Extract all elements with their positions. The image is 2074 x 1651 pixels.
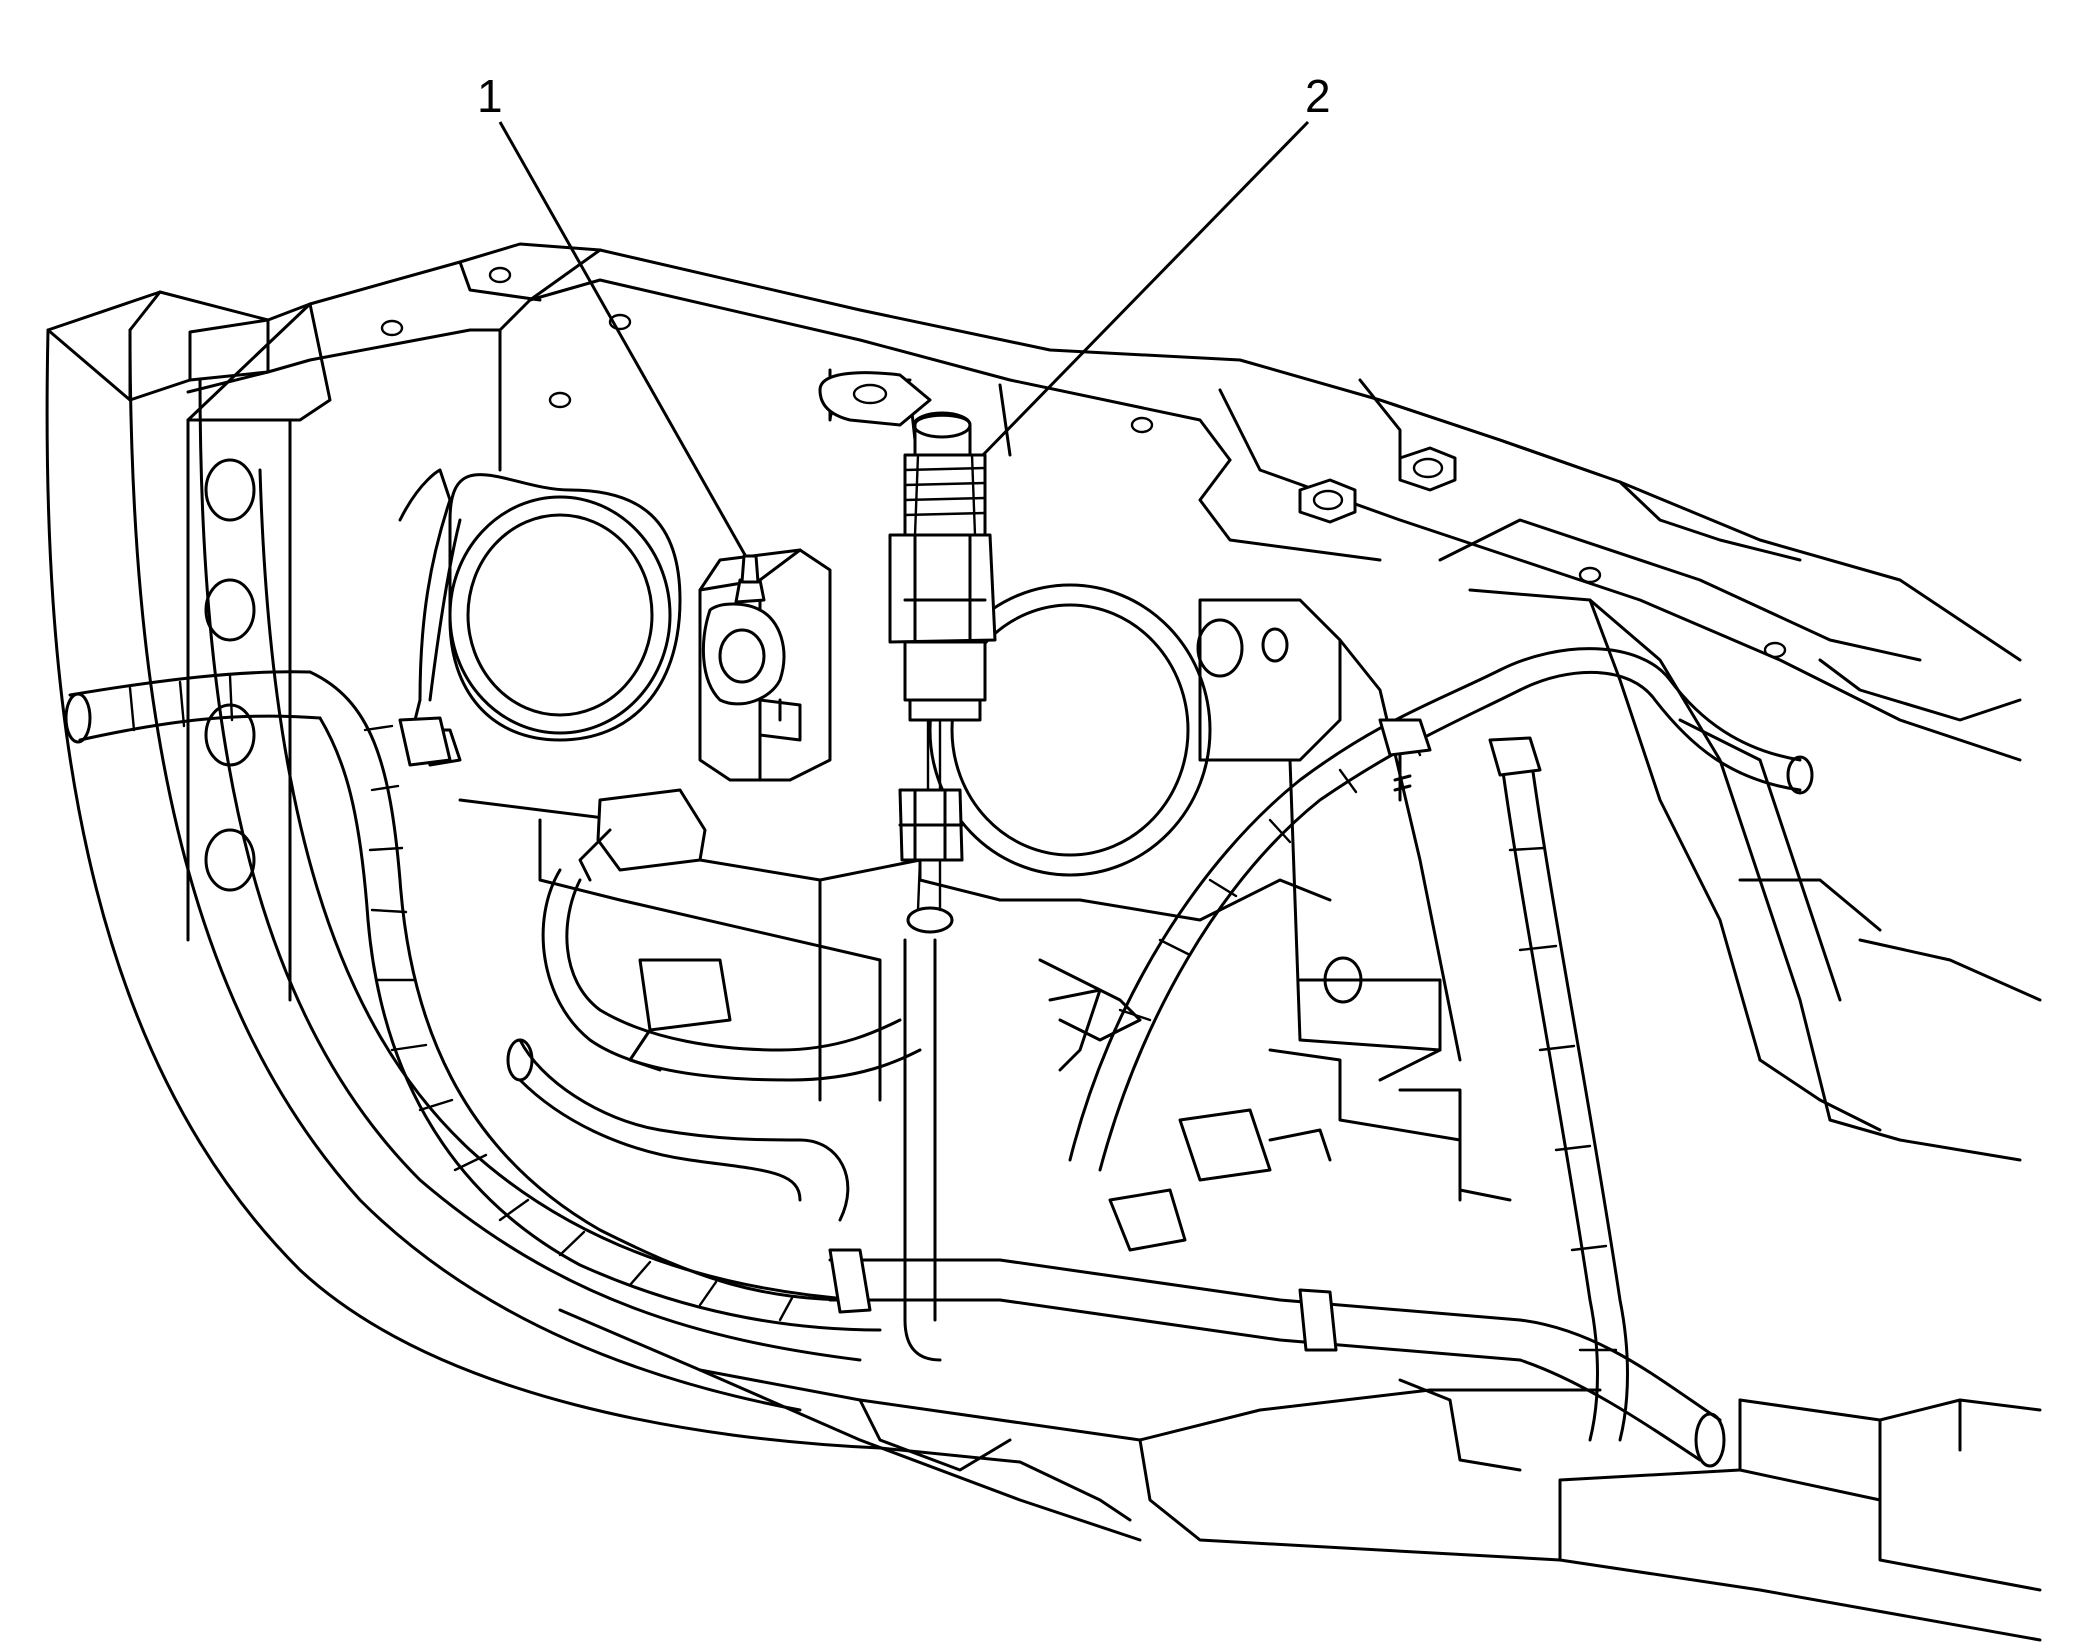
component-1-sensor [698,548,832,782]
front-cradle-structure [45,242,2022,1522]
wire-harness [64,468,1814,1468]
callout-label-1: 1 [477,70,503,122]
callout-label-2: 2 [1305,70,1331,122]
leader-line-2 [978,120,1310,460]
headlamp-openings [448,473,1212,877]
leader-line-1 [498,121,760,579]
harness-connectors [398,716,1542,1252]
component-2-switch [818,371,997,934]
mounting-bolts [1298,446,1457,524]
lower-frame-rail [558,1308,2042,1642]
